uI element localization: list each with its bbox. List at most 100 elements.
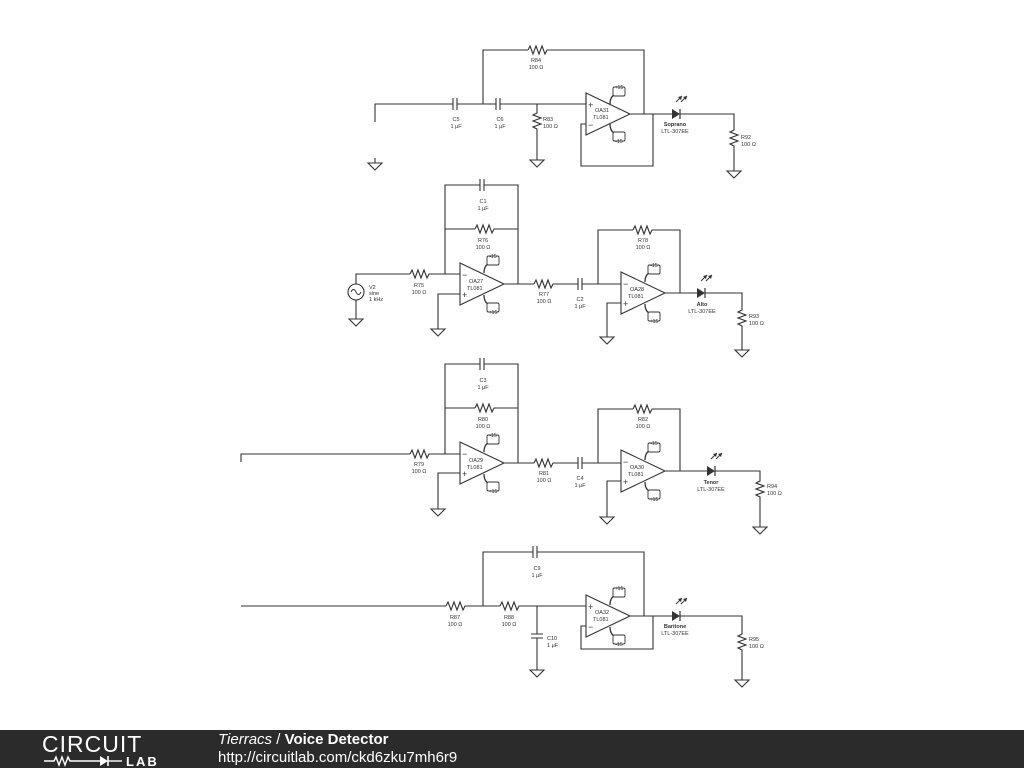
circuit-title-line: Tierracs / Voice Detector [218, 731, 389, 748]
r78-value: 100 Ω [636, 245, 651, 251]
title-separator: / [276, 731, 281, 748]
alto-stage [347, 179, 750, 358]
c4-name: C4 [576, 476, 583, 482]
r94-name: R94 [767, 484, 777, 490]
soprano-stage [367, 44, 742, 179]
v2-freq: 1 kHz [369, 297, 383, 303]
oa29-vpos: +15 [489, 489, 498, 495]
r82-value: 100 Ω [636, 424, 651, 430]
c1-value: 1 µF [477, 206, 489, 212]
oa32-plus: + [588, 602, 593, 612]
oa30-plus: + [623, 477, 628, 487]
logo-text-lab: LAB [126, 754, 159, 768]
r81-value: 100 Ω [537, 478, 552, 484]
r76-name: R76 [478, 238, 488, 244]
r95-name: R95 [749, 637, 759, 643]
r94-value: 100 Ω [767, 491, 782, 497]
r93-value: 100 Ω [749, 321, 764, 327]
led-baritone-name: Baritone [664, 624, 686, 630]
oa32-vneg: -15 [615, 642, 622, 648]
logo-text-circuit: CIRCUIT [42, 732, 142, 757]
oa28-value: TL081 [628, 294, 644, 300]
c6-name: C6 [496, 117, 503, 123]
oa30-name: OA30 [630, 465, 644, 471]
r92-name: R92 [741, 135, 751, 141]
author-link[interactable]: Tierracs [218, 731, 273, 748]
oa28-vpos: +15 [650, 319, 659, 325]
c1-name: C1 [479, 199, 486, 205]
r84-value: 100 Ω [529, 65, 544, 71]
oa31-minus: − [588, 120, 593, 130]
oa29-value: TL081 [467, 465, 483, 471]
oa31-value: TL081 [593, 115, 609, 121]
c5-value: 1 µF [450, 124, 462, 130]
baritone-stage [241, 546, 750, 688]
oa27-minus: − [462, 270, 467, 280]
r76-value: 100 Ω [476, 245, 491, 251]
oa30-vpos: +15 [650, 497, 659, 503]
oa29-minus: − [462, 449, 467, 459]
r88-name: R88 [504, 615, 514, 621]
oa27-name: OA27 [469, 279, 483, 285]
r79-value: 100 Ω [412, 469, 427, 475]
c6-value: 1 µF [494, 124, 506, 130]
r81-name: R81 [539, 471, 549, 477]
oa28-plus: + [623, 299, 628, 309]
circuitlab-logo[interactable]: CIRCUIT LAB [40, 732, 180, 768]
oa27-vpos: +15 [489, 310, 498, 316]
c9-value: 1 µF [531, 573, 543, 579]
led-soprano-value: LTL-307EE [661, 129, 689, 135]
oa30-minus: − [623, 457, 628, 467]
r77-name: R77 [539, 292, 549, 298]
r87-value: 100 Ω [448, 622, 463, 628]
oa30-value: TL081 [628, 472, 644, 478]
led-tenor-name: Tenor [704, 480, 720, 486]
c3-value: 1 µF [477, 385, 489, 391]
oa28-name: OA28 [630, 287, 644, 293]
c2-value: 1 µF [574, 304, 586, 310]
oa32-name: OA32 [595, 610, 609, 616]
r93-name: R93 [749, 314, 759, 320]
c5-name: C5 [452, 117, 459, 123]
c10-name: C10 [547, 636, 557, 642]
oa31-vpos: +15 [615, 85, 624, 91]
r75-name: R75 [414, 283, 424, 289]
led-soprano-name: Soprano [664, 122, 687, 128]
oa27-vneg: -15 [489, 254, 496, 260]
oa31-name: OA31 [595, 108, 609, 114]
oa29-plus: + [462, 469, 467, 479]
r95-value: 100 Ω [749, 644, 764, 650]
oa29-name: OA29 [469, 458, 483, 464]
c4-value: 1 µF [574, 483, 586, 489]
r88-value: 100 Ω [502, 622, 517, 628]
oa30-vneg: -15 [650, 441, 657, 447]
c3-name: C3 [479, 378, 486, 384]
component-labels: R84 100 Ω C5 1 µF C6 1 µF R83 100 Ω OA31… [369, 58, 782, 650]
opamp-pin-markers: + − − + − + − + − + + − [462, 100, 628, 632]
oa28-vneg: -15 [650, 263, 657, 269]
oa28-minus: − [623, 279, 628, 289]
r83-value: 100 Ω [543, 124, 558, 130]
r79-name: R79 [414, 462, 424, 468]
footer-bar: CIRCUIT LAB Tierracs / Voice Detector ht… [0, 730, 1024, 768]
v2-value: sine [369, 291, 379, 297]
oa27-plus: + [462, 290, 467, 300]
led-tenor-value: LTL-307EE [697, 487, 725, 493]
led-alto-value: LTL-307EE [688, 309, 716, 315]
oa29-vneg: -15 [489, 433, 496, 439]
oa32-minus: − [588, 622, 593, 632]
r78-name: R78 [638, 238, 648, 244]
led-baritone-value: LTL-307EE [661, 631, 689, 637]
r83-name: R83 [543, 117, 553, 123]
r82-name: R82 [638, 417, 648, 423]
r80-name: R80 [478, 417, 488, 423]
v2-name: V2 [369, 285, 376, 291]
circuit-url[interactable]: http://circuitlab.com/ckd6zku7mh6r9 [218, 749, 458, 766]
r92-value: 100 Ω [741, 142, 756, 148]
led-alto-name: Alto [697, 302, 708, 308]
oa31-vneg: -15 [615, 139, 622, 145]
oa32-value: TL081 [593, 617, 609, 623]
c10-value: 1 µF [547, 643, 559, 649]
c9-name: C9 [533, 566, 540, 572]
oa32-vpos: +15 [615, 586, 624, 592]
